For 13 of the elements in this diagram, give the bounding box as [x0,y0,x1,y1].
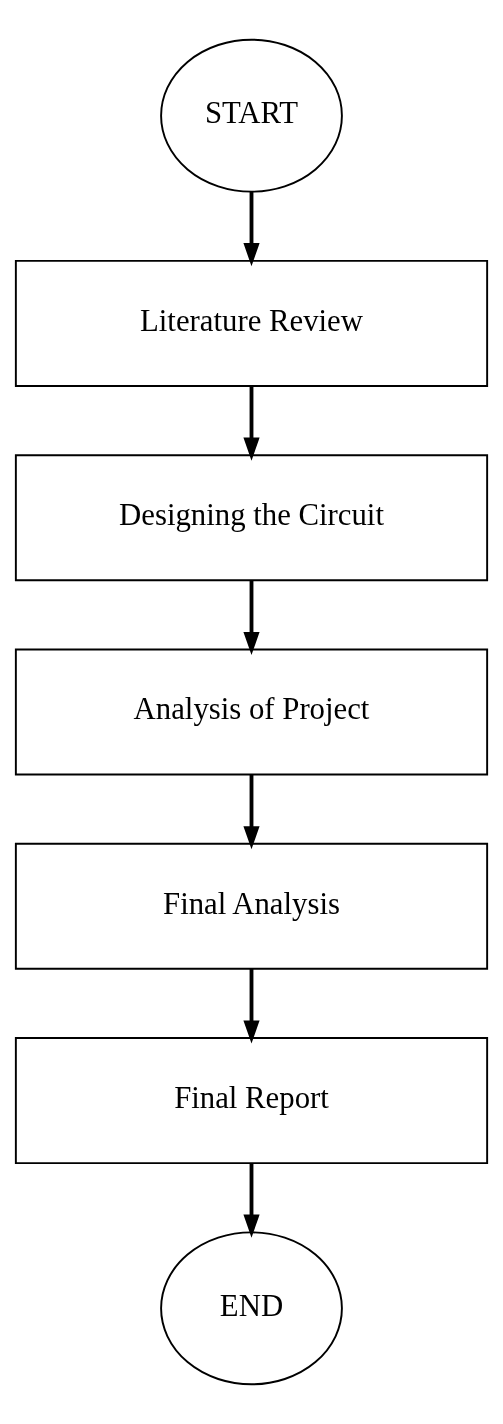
arrow [243,969,260,1044]
node-box: Literature Review [14,259,489,387]
arrow [243,774,260,850]
arrow [243,191,260,267]
node-box: Analysis of Project [14,648,489,776]
arrow [243,386,260,461]
node-ellipse: START [160,38,343,193]
node-box: Final Report [14,1037,489,1165]
arrow [243,580,260,656]
node-box: Final Analysis [14,842,489,970]
node-box: Designing the Circuit [14,454,489,582]
node-ellipse: END [160,1231,343,1386]
arrow [243,1163,260,1238]
